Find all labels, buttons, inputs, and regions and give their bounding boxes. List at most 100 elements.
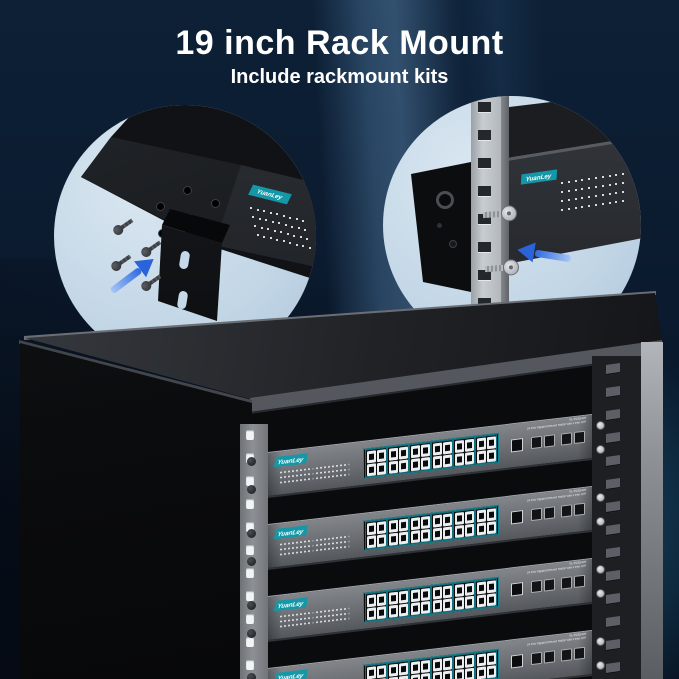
port-column [366,521,376,548]
port-column [432,586,442,613]
sfp-port [544,506,555,520]
rj45-port [388,532,398,546]
led-dot [288,552,290,555]
vent-dot [615,201,618,203]
led-dot [288,542,290,545]
led-dot [344,545,346,549]
rail-screw [247,601,256,610]
port-column [388,447,398,474]
thumb-screw [484,258,520,277]
rail-square-hole [478,186,491,197]
rj45-port [476,593,486,608]
led-dot [312,472,314,475]
rj45-port [410,673,420,679]
vent-dot [284,224,287,226]
rj45-port [388,519,398,533]
rail-square-hole [478,214,491,225]
rj45-port [388,447,398,461]
rj45-port [398,675,408,679]
port-column [476,508,486,536]
screw-hole [211,199,220,208]
led-dot [296,469,298,472]
led-dot [308,468,310,471]
port-column [486,435,496,462]
port-pair [409,585,431,617]
vent-dot [608,202,611,204]
sfp-port [561,648,572,662]
led-dot [300,618,302,621]
sfp-port [544,650,555,664]
rail-screw [596,421,605,430]
led-dot [284,547,286,551]
led-dot [336,536,338,540]
vent-dot [574,198,577,200]
led-dot [332,614,334,617]
vent-dot [263,210,265,213]
led-dot [344,535,346,539]
port-column [398,662,408,679]
vent-dot [601,194,604,196]
port-column [398,518,408,545]
port-column [376,520,386,547]
ground-screw [449,240,457,248]
vent-dot [567,190,570,192]
led-dot [292,613,294,617]
vent-dot [595,177,597,179]
led-dot [280,476,282,479]
led-dot [348,463,350,466]
rj45-port [486,592,496,606]
rj45-port [486,448,496,462]
led-dot [284,542,286,546]
rail-screw [247,557,256,566]
rail-mount-hole [246,568,254,578]
vent-dot [574,189,577,191]
port-column [420,443,430,470]
rail-slot [606,455,620,467]
led-dot [336,474,338,478]
rj45-port [454,524,464,538]
led-dot [316,621,318,624]
led-dot [300,623,302,626]
rj45-port [464,451,474,465]
vent-dot [306,237,309,240]
port-column [432,514,442,541]
led-dot [328,614,330,617]
vent-dot [574,180,577,182]
led-dot [308,617,310,620]
led-dot [284,470,286,474]
led-dot [348,617,350,620]
rj45-port [442,453,452,468]
vent-dot [258,217,261,220]
port-column [410,516,420,543]
port-column [398,590,408,617]
led-dot [324,610,326,613]
led-dot [280,620,282,623]
rj45-port [464,667,474,679]
led-dot [300,541,302,544]
led-dot [296,479,298,482]
led-dot [320,610,322,613]
led-dot [324,620,326,623]
vent-dot [581,188,584,190]
led-dot [344,540,346,544]
port-column [464,438,474,465]
port-pair [431,583,453,614]
led-dot [308,473,310,476]
sfp-port [531,507,542,522]
led-dot [280,471,282,474]
rail-slot [606,570,620,582]
rail-slot [606,616,620,628]
led-dot [324,543,326,546]
led-dot [296,474,298,477]
rj45-port [398,446,408,460]
led-dot [320,620,322,623]
rj45-port [398,603,408,617]
led-matrix [280,607,352,630]
sfp-port-group [531,646,585,666]
port-column [366,665,376,679]
rail-mount-hole [246,499,254,509]
port-column [432,442,442,469]
vent-dot [567,181,570,183]
vent-dot [581,179,584,181]
rail-slot [606,386,620,398]
